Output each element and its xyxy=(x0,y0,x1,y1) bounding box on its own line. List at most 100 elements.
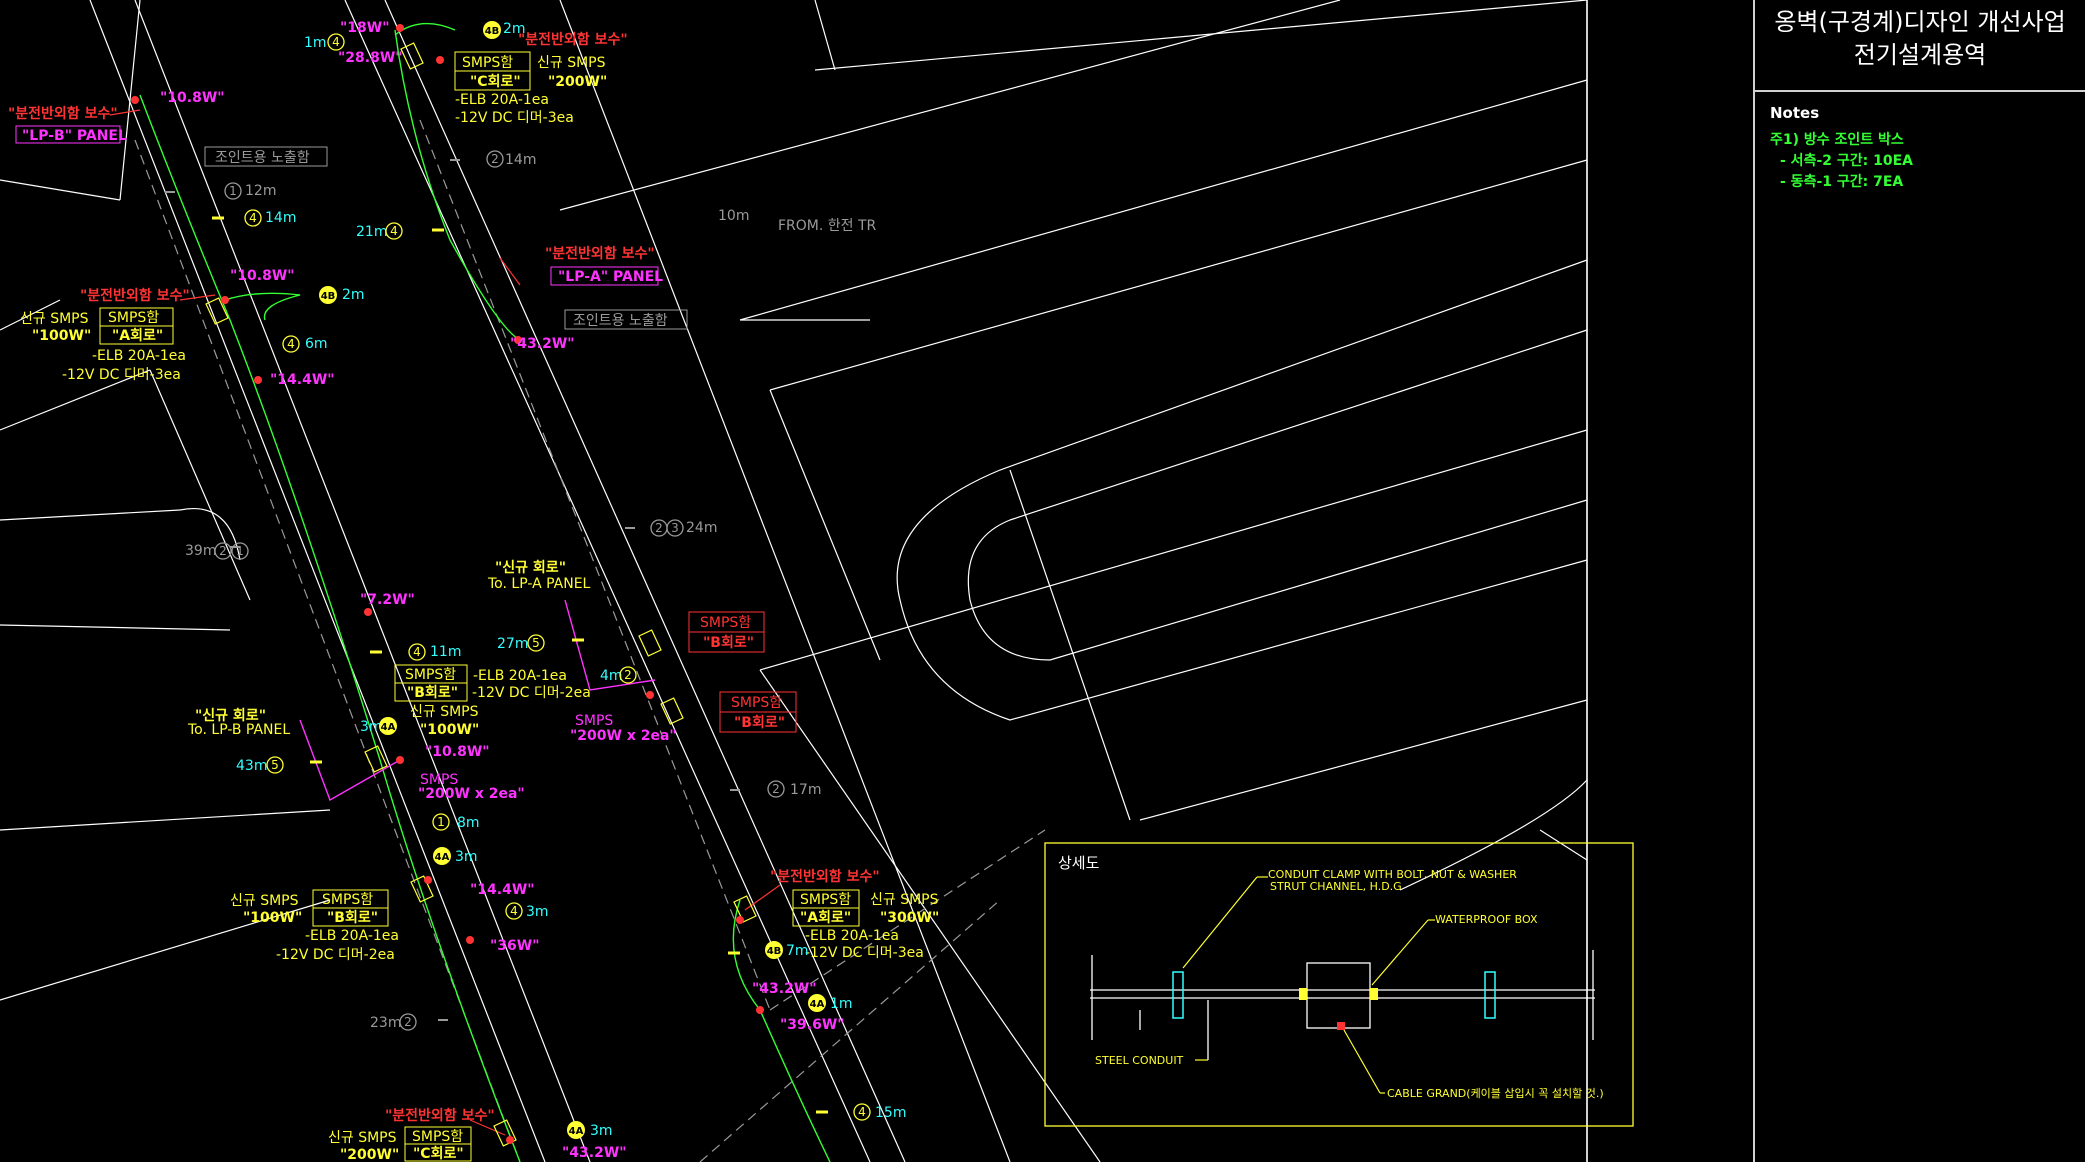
joint-box-label-left: 조인트용 노출함 xyxy=(215,150,310,166)
run-15m: 15m xyxy=(875,1105,906,1121)
repair-label-lpb: "분전반외함 보수" xyxy=(8,105,118,122)
svg-text:4A: 4A xyxy=(569,1126,584,1137)
detail-title: 상세도 xyxy=(1058,854,1100,872)
note-sub-item: - 서측-2 구간: 10EA xyxy=(1780,153,1913,169)
from-tr-label: FROM. 한전 TR xyxy=(778,218,877,234)
repair-label-bottom: "분전반외함 보수" xyxy=(385,1107,495,1124)
run-2m-a: 2m xyxy=(503,21,526,37)
load-14-4w-b: "14.4W" xyxy=(470,882,535,898)
w100-a: "100W" xyxy=(32,328,91,344)
load-39-6w: "39.6W" xyxy=(780,1017,845,1033)
smps-box-a2: SMPS함 xyxy=(800,892,851,908)
svg-text:5: 5 xyxy=(271,758,279,772)
svg-text:4A: 4A xyxy=(810,999,825,1010)
b-circuit-mid: "B회로" xyxy=(407,685,458,701)
smps-label-left: SMPS xyxy=(420,772,458,788)
w200-top: "200W" xyxy=(548,74,607,90)
svg-text:4: 4 xyxy=(390,224,398,238)
w100-b2: "100W" xyxy=(243,910,302,926)
svg-text:2: 2 xyxy=(491,152,499,166)
note-item: 주1) 방수 조인트 박스 xyxy=(1770,132,1904,148)
to-lp-a: To. LP-A PANEL xyxy=(487,576,591,592)
svg-text:2: 2 xyxy=(655,521,663,535)
svg-text:4: 4 xyxy=(858,1105,866,1119)
run-43m: 43m xyxy=(236,758,267,774)
smps-label-right: SMPS xyxy=(575,713,613,729)
title-sidebar: 옹벽(구경계)디자인 개선사업 전기설계용역 Notes 주1) 방수 조인트 … xyxy=(1753,0,2085,1162)
smps-box-b-right2: SMPS함 xyxy=(731,695,782,711)
new-smps-b2: 신규 SMPS xyxy=(230,893,299,909)
run-21m: 21m xyxy=(356,224,387,240)
w200-bottom: "200W" xyxy=(340,1147,399,1162)
load-10-8w-c: "10.8W" xyxy=(425,744,490,760)
note-sub-item: - 동측-1 구간: 7EA xyxy=(1780,174,1904,190)
detail-strut: STRUT CHANNEL, H.D.G xyxy=(1270,880,1402,893)
tick-marks-gray xyxy=(165,159,740,1021)
svg-text:1: 1 xyxy=(236,544,244,558)
load-43-2w-a: "43.2W" xyxy=(510,336,575,352)
new-smps-a2: 신규 SMPS xyxy=(870,892,939,908)
smps-box-b2: SMPS함 xyxy=(322,892,373,908)
svg-text:2: 2 xyxy=(624,668,632,682)
run-6m: 6m xyxy=(305,336,328,352)
svg-text:2: 2 xyxy=(219,544,227,558)
c-circuit-bottom: "C회로" xyxy=(413,1146,464,1162)
run-3m-b: 3m xyxy=(455,849,478,865)
a-circuit-left: "A회로" xyxy=(112,328,163,344)
svg-text:4A: 4A xyxy=(435,852,450,863)
load-36w: "36W" xyxy=(490,938,540,954)
load-10-8w-a: "10.8W" xyxy=(160,90,225,106)
notes-heading: Notes xyxy=(1770,104,1820,122)
conduit-dashed xyxy=(134,119,1046,1162)
detail-steel: STEEL CONDUIT xyxy=(1095,1054,1184,1067)
elb-top: -ELB 20A-1ea xyxy=(455,92,549,108)
svg-text:4: 4 xyxy=(332,35,340,49)
detail-view: 상세도 CONDUIT CLAMP xyxy=(1044,842,1634,1127)
lp-b-panel-label: "LP-B" PANEL xyxy=(22,128,127,144)
run-39m: 39m xyxy=(185,543,216,559)
run-14m-b: 14m xyxy=(505,152,536,168)
detail-waterproof: WATERPROOF BOX xyxy=(1435,913,1538,926)
joint-box-label-right: 조인트용 노출함 xyxy=(573,313,668,329)
run-4m: 4m xyxy=(600,668,623,684)
repair-label-top: "분전반외함 보수" xyxy=(518,31,628,48)
run-1m-a: 1m xyxy=(304,35,327,51)
run-24m: 24m xyxy=(686,520,717,536)
run-10m: 10m xyxy=(718,208,749,224)
run-17m: 17m xyxy=(790,782,821,798)
new-circuit-lpa: "신규 회로" xyxy=(495,560,566,576)
project-title-line1: 옹벽(구경계)디자인 개선사업 xyxy=(1774,8,2066,36)
run-7m: 7m xyxy=(786,943,809,959)
load-43-2w-b: "43.2W" xyxy=(752,981,817,997)
load-18w: "18W" xyxy=(340,20,390,36)
load-43-2w-c: "43.2W" xyxy=(562,1145,627,1161)
load-7-2w: "7.2W" xyxy=(360,592,415,608)
detail-gland: CABLE GRAND(케이블 삽입시 꼭 설치할 것.) xyxy=(1387,1087,1604,1100)
fixtures xyxy=(205,42,757,1147)
title-block: 옹벽(구경계)디자인 개선사업 전기설계용역 xyxy=(1755,0,2085,92)
w200x2ea-left: "200W x 2ea" xyxy=(418,786,525,802)
w300: "300W" xyxy=(880,910,939,926)
new-smps-top: 신규 SMPS xyxy=(537,55,606,71)
svg-text:1: 1 xyxy=(437,815,445,829)
dimmer-top: -12V DC 디머-3ea xyxy=(455,110,574,126)
svg-text:4: 4 xyxy=(287,337,295,351)
smps-box-a: SMPS함 xyxy=(108,310,159,326)
detail-clamp: CONDUIT CLAMP WITH BOLT, NUT & WASHER xyxy=(1268,868,1517,881)
site-outline xyxy=(0,0,1588,1162)
svg-text:4: 4 xyxy=(249,211,257,225)
new-circuit-lpb: "신규 회로" xyxy=(195,708,266,724)
smps-box-c2: SMPS함 xyxy=(412,1129,463,1145)
svg-text:2: 2 xyxy=(404,1015,412,1029)
run-14m-a: 14m xyxy=(265,210,296,226)
svg-text:4B: 4B xyxy=(321,291,336,302)
smps-box-c: SMPS함 xyxy=(462,55,513,71)
svg-text:4: 4 xyxy=(510,904,518,918)
dimmer-a2: -12V DC 디머-3ea xyxy=(805,945,924,961)
svg-text:4A: 4A xyxy=(381,722,396,733)
elb-a: -ELB 20A-1ea xyxy=(92,348,186,364)
dimmer-a: -12V DC 디머-3ea xyxy=(62,367,181,383)
elb-mid: -ELB 20A-1ea xyxy=(473,668,567,684)
